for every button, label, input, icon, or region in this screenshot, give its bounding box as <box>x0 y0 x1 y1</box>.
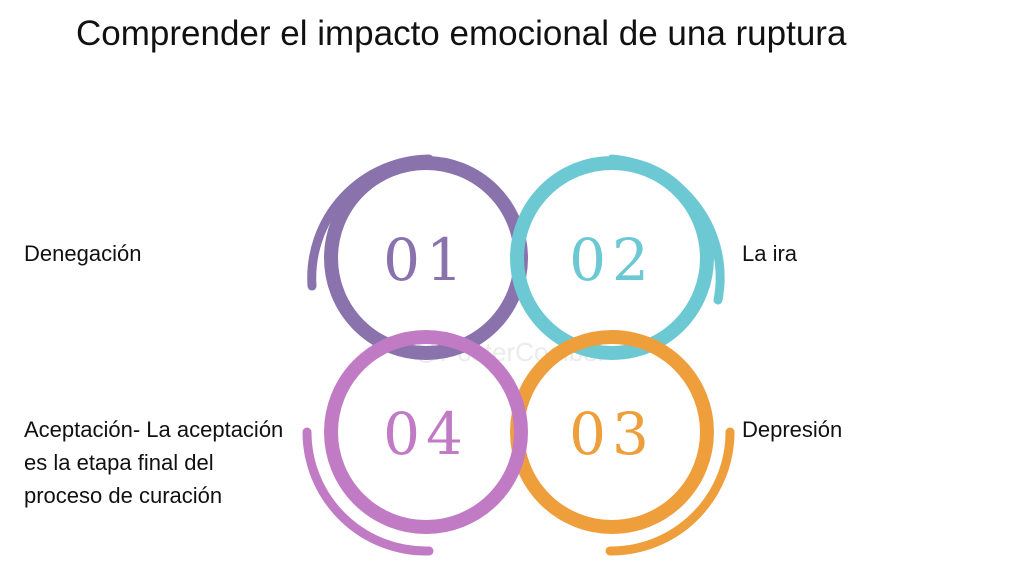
stage-label-depresion: Depresión <box>742 417 843 442</box>
ring-arc-03 <box>605 427 735 556</box>
stage-ring-04 <box>302 330 528 556</box>
ring-arc-01 <box>307 154 434 291</box>
stage-label-aceptacion: Aceptación- La aceptación es la etapa fi… <box>24 417 284 508</box>
stage-number-02: 02 <box>569 226 655 294</box>
stage-number-04: 04 <box>383 400 469 468</box>
page-title: Comprender el impacto emocional de una r… <box>76 14 847 53</box>
stage-label-denegacion: Denegación <box>24 241 142 266</box>
stage-number-03: 03 <box>569 400 655 468</box>
stage-number-01: 01 <box>383 226 469 294</box>
stage-ring-02 <box>510 154 725 360</box>
ring-arc-02 <box>607 154 725 305</box>
stage-label-ira: La ira <box>742 241 798 266</box>
ring-arc-04 <box>302 427 434 556</box>
